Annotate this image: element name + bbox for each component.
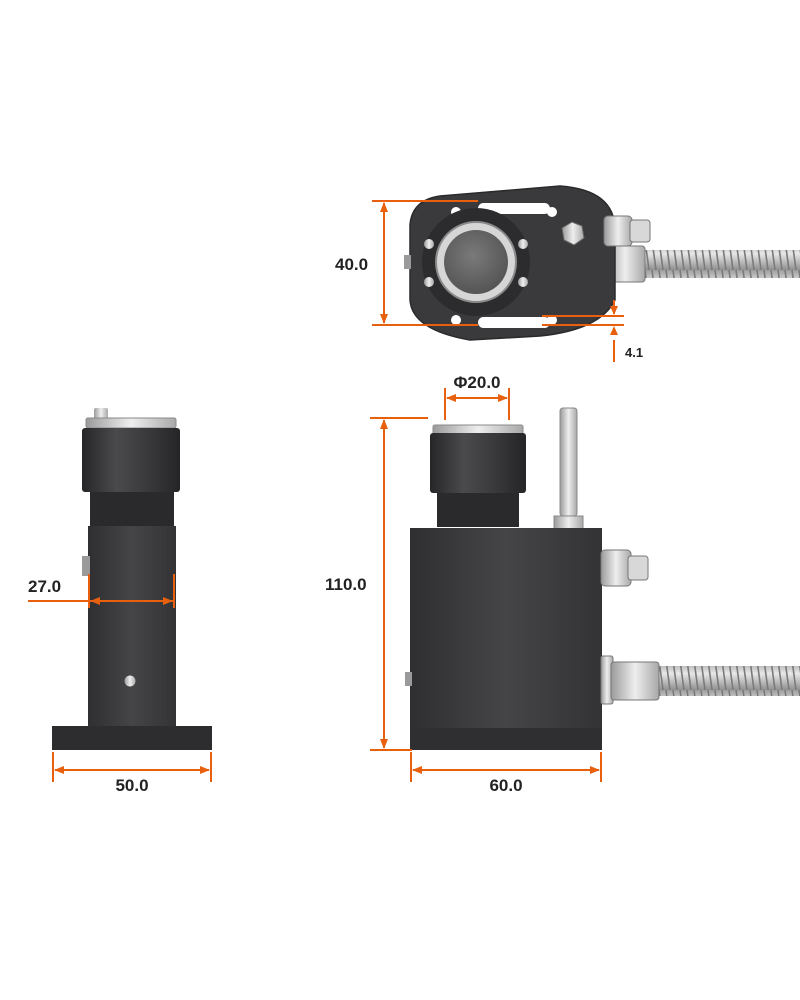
dimension-arrows [54,202,618,774]
front-cable [655,666,800,696]
dimension-lines [28,200,624,782]
front-cylinder [430,433,526,493]
dim-label-top-offset: 4.1 [625,345,643,360]
front-cable-sleeve [610,661,660,701]
side-hole [124,675,136,687]
dim-label-side-depth: 27.0 [28,577,61,596]
top-slot-upper [478,203,550,214]
side-neck [90,492,174,526]
side-base [52,726,212,750]
top-screw [424,239,434,249]
top-slot-lower [478,317,550,328]
side-body [88,526,176,728]
top-cable [640,250,800,278]
dim-label-top-height: 40.0 [335,255,368,274]
side-cylinder [82,428,180,492]
top-side-stub [404,255,411,269]
front-push-fitting-collar [627,555,649,581]
top-lens-glass [444,230,508,294]
top-nut [561,221,585,246]
front-side-stub [405,672,412,686]
top-view [404,185,800,341]
side-knob [82,556,90,576]
front-rod [559,407,578,517]
top-hole [547,207,557,217]
top-push-fitting-collar [629,219,651,243]
dim-label-overall-height: 110.0 [325,575,367,594]
side-top-ring [85,417,177,429]
top-push-fitting [603,215,633,247]
front-base [410,728,602,750]
top-screw [518,277,528,287]
dim-label-aperture-diameter: Φ20.0 [453,373,500,392]
front-view [405,407,800,750]
top-hole [547,315,557,325]
top-hole [451,315,461,325]
dim-label-side-base-width: 50.0 [115,776,148,795]
top-screw [518,239,528,249]
side-view [52,408,212,750]
top-screw [424,277,434,287]
front-body [410,528,602,728]
front-neck [437,493,519,527]
dim-label-front-base-width: 60.0 [489,776,522,795]
front-push-fitting [600,549,632,587]
